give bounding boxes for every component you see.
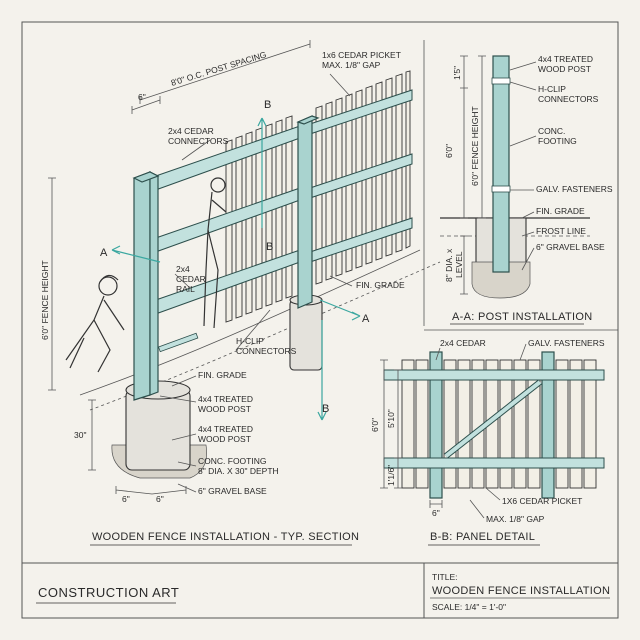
fin-grade-label: FIN. GRADE: [356, 280, 405, 290]
fence-height-vertical: 6'0" FENCE HEIGHT: [40, 260, 50, 340]
drawing-title: WOODEN FENCE INSTALLATION: [432, 585, 610, 597]
aa-fasteners-label: GALV. FASTENERS: [536, 184, 613, 194]
footing-label-line2: 8" DIA. X 30" DEPTH: [198, 466, 279, 476]
dim-6-bottom-a: 6": [122, 494, 130, 504]
post2-label-line2: WOOD POST: [198, 434, 251, 444]
aa-dia-line1: 8" DIA. x: [444, 248, 454, 282]
aa-dim-15: 1'5": [452, 66, 462, 80]
outer-border: [21, 21, 619, 619]
drawing-scale: SCALE: 1/4" = 1'-0": [432, 602, 506, 612]
dim-6-top: 6": [138, 92, 146, 102]
aa-caption: A-A: POST INSTALLATION: [452, 311, 592, 323]
post-label-line2: WOOD POST: [198, 404, 251, 414]
aa-frost-line-label: FROST LINE: [536, 226, 586, 236]
aa-post-label-line2: WOOD POST: [538, 64, 591, 74]
post2-label-line1: 4x4 TREATED: [198, 424, 253, 434]
dim-30: 30": [74, 430, 86, 440]
bb-fasteners-label: GALV. FASTENERS: [528, 338, 605, 348]
brand-label: CONSTRUCTION ART: [38, 585, 179, 600]
aa-post-label-line1: 4x4 TREATED: [538, 54, 593, 64]
main-view-caption: WOODEN FENCE INSTALLATION - TYP. SECTION: [92, 531, 359, 543]
aa-hclip-label-line2: CONNECTORS: [538, 94, 599, 104]
bb-caption: B-B: PANEL DETAIL: [430, 531, 535, 543]
panel-pickets: [401, 359, 597, 489]
aa-fin-grade-label: FIN. GRADE: [536, 206, 585, 216]
aa-hclip-label-line1: H-CLIP: [538, 84, 566, 94]
aa-footing-label-line1: CONC.: [538, 126, 565, 136]
main-isometric-view: 8'0" O.C. POST SPACING 6" 1x6 CEDAR PICK…: [40, 40, 441, 546]
bb-dim-510: 5'10": [386, 409, 396, 428]
title-label: TITLE:: [432, 572, 458, 582]
section-marker-b-bottom: B: [322, 403, 330, 415]
post-installation-detail: 4x4 TREATED WOOD POST H-CLIP CONNECTORS …: [440, 54, 613, 325]
bb-dim-6: 6": [432, 508, 440, 518]
section-marker-b-top: B: [264, 99, 272, 111]
footer: CONSTRUCTION ART TITLE: WOODEN FENCE INS…: [36, 572, 610, 612]
aa-gravel-label: 6" GRAVEL BASE: [536, 242, 605, 252]
worker-figure-kneeling: [65, 274, 125, 373]
bb-picket-label: 1X6 CEDAR PICKET: [502, 496, 582, 506]
rail-label-line1: 2x4: [176, 264, 190, 274]
fin-grade-label-2: FIN. GRADE: [198, 370, 247, 380]
picket-label-line1: 1x6 CEDAR PICKET: [322, 50, 401, 60]
hclip-label-line1: H-CLIP: [236, 336, 264, 346]
aa-dim-60: 6'0": [444, 144, 454, 158]
aa-footing-label-line2: FOOTING: [538, 136, 577, 146]
connectors-label-line2: CONNECTORS: [168, 136, 229, 146]
connectors-label-line1: 2x4 CEDAR: [168, 126, 214, 136]
footing-label-line1: CONC. FOOTING: [198, 456, 266, 466]
post-label-line1: 4x4 TREATED: [198, 394, 253, 404]
aa-dia-line2: LEVEL: [454, 251, 464, 278]
bb-dim-116: 1'1/6": [386, 465, 396, 486]
section-marker-b-mid: B: [266, 241, 274, 253]
gravel-base-label: 6" GRAVEL BASE: [198, 486, 267, 496]
bb-gap-label: MAX. 1/8" GAP: [486, 514, 545, 524]
bb-dim-60: 6'0": [370, 418, 380, 432]
dim-6-bottom-b: 6": [156, 494, 164, 504]
worker-figure-standing: [203, 177, 227, 329]
aa-fence-height: 6'0" FENCE HEIGHT: [470, 106, 480, 186]
rail-label-line2: CEDAR: [176, 274, 206, 284]
hclip-label-line2: CONNECTORS: [236, 346, 297, 356]
section-marker-a-right: A: [362, 313, 370, 325]
bb-cedar-label: 2x4 CEDAR: [440, 338, 486, 348]
rail-label-line3: RAIL: [176, 284, 195, 294]
picket-label-line2: MAX. 1/8" GAP: [322, 60, 381, 70]
section-marker-a-left: A: [100, 247, 108, 259]
panel-detail: 2x4 CEDAR GALV. FASTENERS 6'0" 5'10" 1'1…: [370, 338, 605, 546]
